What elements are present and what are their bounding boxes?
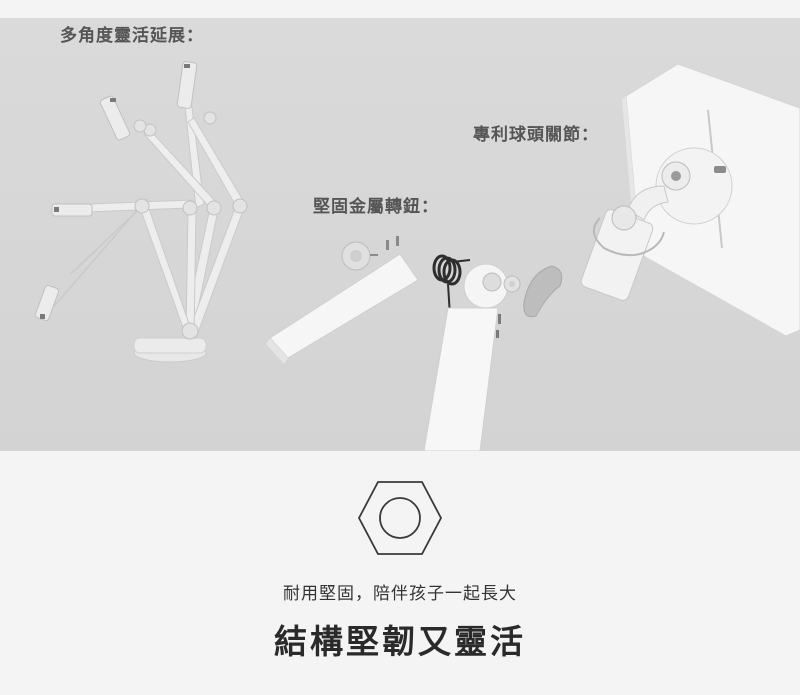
top-strip bbox=[0, 0, 800, 18]
feature-title: 結構堅韌又靈活 bbox=[274, 622, 526, 661]
metal-knob-exploded-illustration bbox=[266, 236, 563, 451]
feature-subtitle: 耐用堅固，陪伴孩子一起長大 bbox=[283, 584, 517, 604]
callout-patented-ball-joint: 專利球頭關節： bbox=[473, 125, 599, 145]
callout-metal-knob: 堅固金屬轉鈕： bbox=[313, 197, 439, 217]
callout-flexible-extension: 多角度靈活延展： bbox=[60, 26, 204, 46]
product-photo-banner: 多角度靈活延展： 專利球頭關節： 堅固金屬轉鈕： bbox=[0, 18, 800, 451]
feature-summary-section: 耐用堅固，陪伴孩子一起長大 結構堅韌又靈活 bbox=[0, 451, 800, 695]
product-illustration bbox=[34, 61, 800, 451]
hexagon-nut-icon bbox=[357, 481, 443, 555]
multi-angle-arm-illustration bbox=[34, 61, 248, 363]
ball-joint-tablet-holder-illustration bbox=[580, 63, 800, 337]
